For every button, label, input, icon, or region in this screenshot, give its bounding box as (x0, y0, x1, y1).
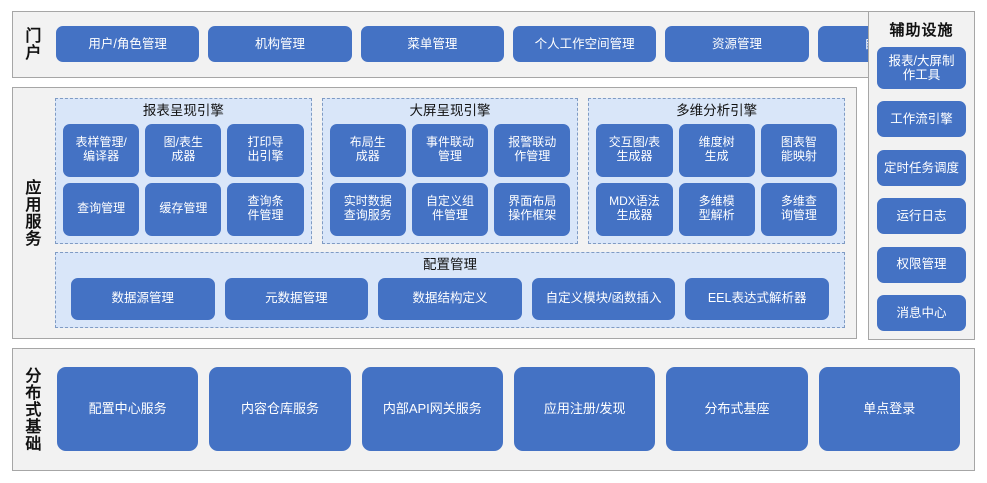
engine-item-cache-management[interactable]: 缓存管理 (145, 182, 222, 236)
aux-item-workflow-engine[interactable]: 工作流引擎 (877, 101, 966, 138)
multidimensional-analysis-engine-title: 多维分析引擎 (676, 102, 758, 118)
engines-row: 报表呈现引擎 表样管理/ 编译器 图/表生 成器 打印导 出引擎 查询管理 缓存… (55, 97, 846, 244)
config-item-data-structure-definition[interactable]: 数据结构定义 (378, 277, 522, 320)
configuration-management-group: 配置管理 数据源管理 元数据管理 数据结构定义 自定义模块/函数插入 EEL表达… (55, 251, 845, 328)
multidimensional-analysis-engine-group: 多维分析引擎 交互图/表 生成器 维度树 生成 图表智 能映射 MDX语法 生成… (588, 97, 846, 244)
config-item-eel-expression-parser[interactable]: EEL表达式解析器 (685, 277, 829, 320)
infra-item-distributed-base[interactable]: 分布式基座 (666, 367, 808, 452)
aux-item-permission-management[interactable]: 权限管理 (877, 246, 966, 283)
engine-item-layout-generator[interactable]: 布局生 成器 (329, 123, 406, 177)
portal-item-menu-management[interactable]: 菜单管理 (360, 26, 504, 63)
engine-item-ui-layout-operation-framework[interactable]: 界面布局 操作框架 (494, 182, 571, 236)
infra-item-config-center-service[interactable]: 配置中心服务 (57, 367, 199, 452)
portal-layer-label: 门户 (22, 27, 40, 62)
application-service-body: 报表呈现引擎 表样管理/ 编译器 图/表生 成器 打印导 出引擎 查询管理 缓存… (47, 88, 856, 338)
config-item-metadata-management[interactable]: 元数据管理 (224, 277, 369, 320)
engine-item-interactive-chart-table-generator[interactable]: 交互图/表 生成器 (596, 123, 673, 177)
dashboard-rendering-engine-group: 大屏呈现引擎 布局生 成器 事件联动 管理 报警联动 作管理 实时数据 查询服务… (321, 97, 579, 244)
infra-item-internal-api-gateway-service[interactable]: 内部API网关服务 (361, 367, 503, 452)
engine-item-template-management-compiler[interactable]: 表样管理/ 编译器 (63, 123, 140, 177)
engine-item-realtime-data-query-service[interactable]: 实时数据 查询服务 (329, 182, 406, 236)
aux-item-runtime-log[interactable]: 运行日志 (877, 198, 966, 235)
portal-panel: 门户 用户/角色管理 机构管理 菜单管理 个人工作空间管理 资源管理 自助分析 (12, 11, 975, 78)
portal-item-personal-workspace-management[interactable]: 个人工作空间管理 (512, 26, 657, 63)
aux-facilities-panel: 辅助设施 报表/大屏制 作工具 工作流引擎 定时任务调度 运行日志 权限管理 消… (868, 11, 975, 340)
engine-item-multidimensional-query-management[interactable]: 多维查 询管理 (760, 182, 838, 236)
aux-facilities-title: 辅助设施 (889, 22, 954, 39)
infra-item-app-registration-discovery[interactable]: 应用注册/发现 (513, 367, 656, 452)
report-rendering-engine-title: 报表呈现引擎 (142, 102, 224, 118)
infra-item-single-sign-on[interactable]: 单点登录 (818, 367, 960, 452)
aux-item-message-center[interactable]: 消息中心 (877, 294, 966, 331)
portal-row: 门户 用户/角色管理 机构管理 菜单管理 个人工作空间管理 资源管理 自助分析 (12, 11, 975, 78)
aux-item-list: 报表/大屏制 作工具 工作流引擎 定时任务调度 运行日志 权限管理 消息中心 (877, 47, 966, 331)
distributed-infrastructure-layer-label: 分布式基础 (22, 366, 40, 452)
config-item-datasource-management[interactable]: 数据源管理 (71, 277, 215, 320)
engine-item-chart-table-generator[interactable]: 图/表生 成器 (145, 123, 222, 177)
application-service-layer-label: 应用服务 (22, 178, 40, 247)
distributed-infrastructure-item-list: 配置中心服务 内容仓库服务 内部API网关服务 应用注册/发现 分布式基座 单点… (47, 349, 974, 470)
config-item-custom-module-function-insertion[interactable]: 自定义模块/函数插入 (531, 277, 676, 320)
infra-item-content-repository-service[interactable]: 内容仓库服务 (209, 367, 351, 452)
configuration-management-items: 数据源管理 元数据管理 数据结构定义 自定义模块/函数插入 EEL表达式解析器 (63, 277, 837, 320)
engine-item-custom-component-management[interactable]: 自定义组 件管理 (411, 182, 489, 236)
engine-item-multidimensional-model-parsing[interactable]: 多维模 型解析 (678, 182, 755, 236)
engine-item-mdx-syntax-generator[interactable]: MDX语法 生成器 (596, 182, 673, 236)
engine-item-alarm-linkage-action-management[interactable]: 报警联动 作管理 (494, 123, 571, 177)
distributed-infrastructure-panel: 分布式基础 配置中心服务 内容仓库服务 内部API网关服务 应用注册/发现 分布… (12, 347, 975, 472)
portal-item-resource-management[interactable]: 资源管理 (665, 26, 809, 63)
aux-item-scheduled-task-scheduling[interactable]: 定时任务调度 (877, 149, 966, 186)
dashboard-rendering-engine-title: 大屏呈现引擎 (409, 102, 491, 118)
engine-item-query-management[interactable]: 查询管理 (63, 182, 140, 236)
configuration-management-title: 配置管理 (423, 256, 477, 272)
engine-item-event-linkage-management[interactable]: 事件联动 管理 (411, 123, 489, 177)
portal-item-organization-management[interactable]: 机构管理 (208, 26, 352, 63)
aux-item-report-dashboard-authoring-tool[interactable]: 报表/大屏制 作工具 (877, 47, 966, 89)
portal-item-list: 用户/角色管理 机构管理 菜单管理 个人工作空间管理 资源管理 自助分析 (47, 12, 974, 77)
engine-item-query-condition-management[interactable]: 查询条 件管理 (227, 182, 304, 236)
engine-item-dimension-tree-generation[interactable]: 维度树 生成 (678, 123, 755, 177)
dashboard-rendering-engine-items: 布局生 成器 事件联动 管理 报警联动 作管理 实时数据 查询服务 自定义组 件… (329, 123, 571, 236)
portal-item-user-role-management[interactable]: 用户/角色管理 (56, 26, 200, 63)
application-service-panel: 应用服务 报表呈现引擎 表样管理/ 编译器 图/表生 成器 打印导 出引擎 查询… (12, 86, 857, 339)
engine-item-chart-smart-mapping[interactable]: 图表智 能映射 (760, 123, 838, 177)
report-rendering-engine-group: 报表呈现引擎 表样管理/ 编译器 图/表生 成器 打印导 出引擎 查询管理 缓存… (55, 97, 312, 244)
engine-item-print-export-engine[interactable]: 打印导 出引擎 (227, 123, 304, 177)
report-rendering-engine-items: 表样管理/ 编译器 图/表生 成器 打印导 出引擎 查询管理 缓存管理 查询条 … (63, 123, 304, 236)
multidimensional-analysis-engine-items: 交互图/表 生成器 维度树 生成 图表智 能映射 MDX语法 生成器 多维模 型… (596, 123, 838, 236)
